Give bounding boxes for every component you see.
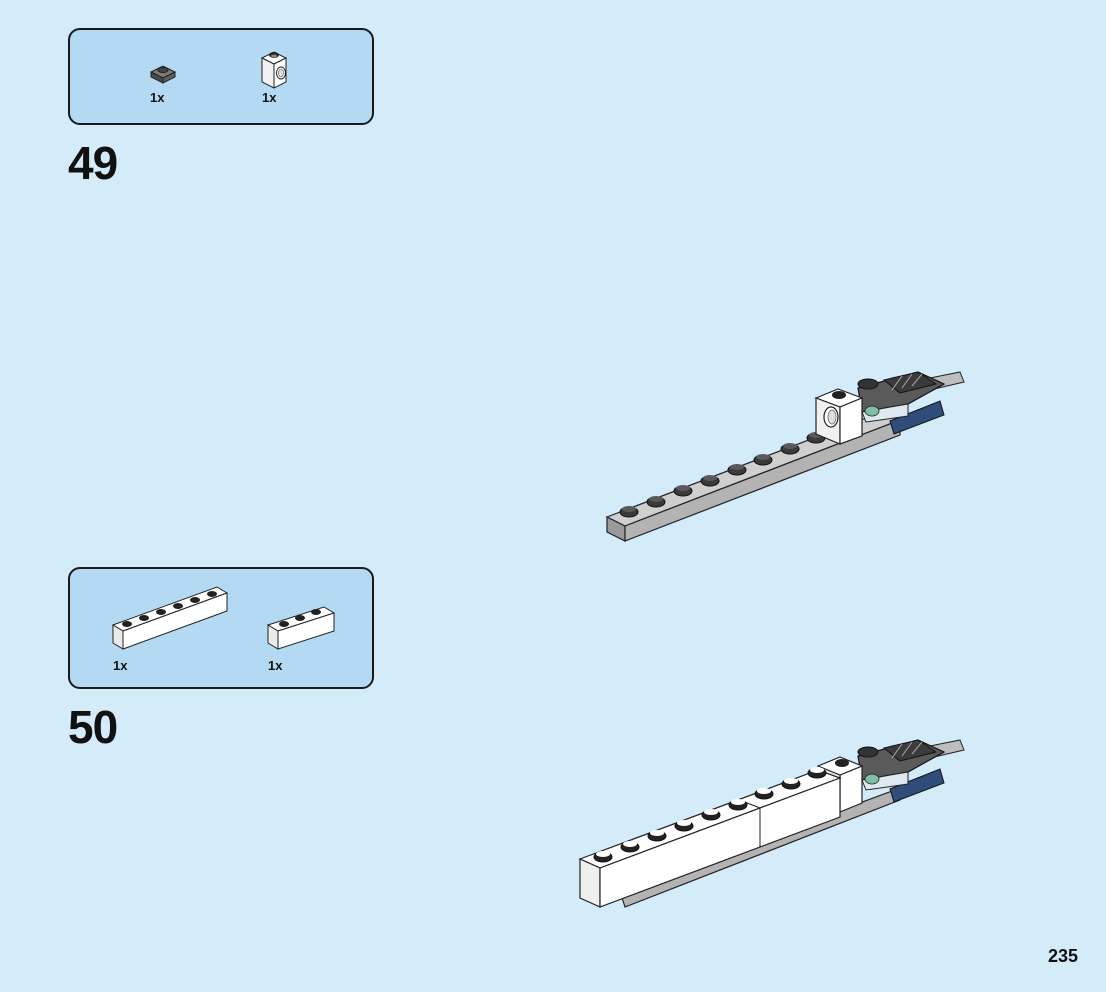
step-50-parts-callout: 1x 1x	[68, 567, 374, 689]
step-49-parts-callout: 1x 1x	[68, 28, 374, 125]
white-1x1-brick-with-hole-icon	[260, 51, 288, 89]
step-49-parts-art	[149, 51, 288, 89]
page-number: 235	[1047, 946, 1078, 966]
white-1x6-brick-icon	[111, 586, 229, 650]
dark-gray-1x1-plate-icon	[149, 65, 177, 84]
step-49-assembly	[605, 371, 965, 542]
step-number-49: 49	[68, 137, 118, 189]
step-50-parts-art	[111, 586, 336, 650]
step-50-assembly	[578, 739, 965, 908]
part-quantity: 1x	[113, 658, 128, 673]
step-number-50: 50	[68, 701, 118, 753]
part-quantity: 1x	[268, 658, 283, 673]
white-1x3-brick-icon	[266, 606, 336, 650]
part-quantity: 1x	[262, 90, 277, 105]
part-quantity: 1x	[150, 90, 165, 105]
